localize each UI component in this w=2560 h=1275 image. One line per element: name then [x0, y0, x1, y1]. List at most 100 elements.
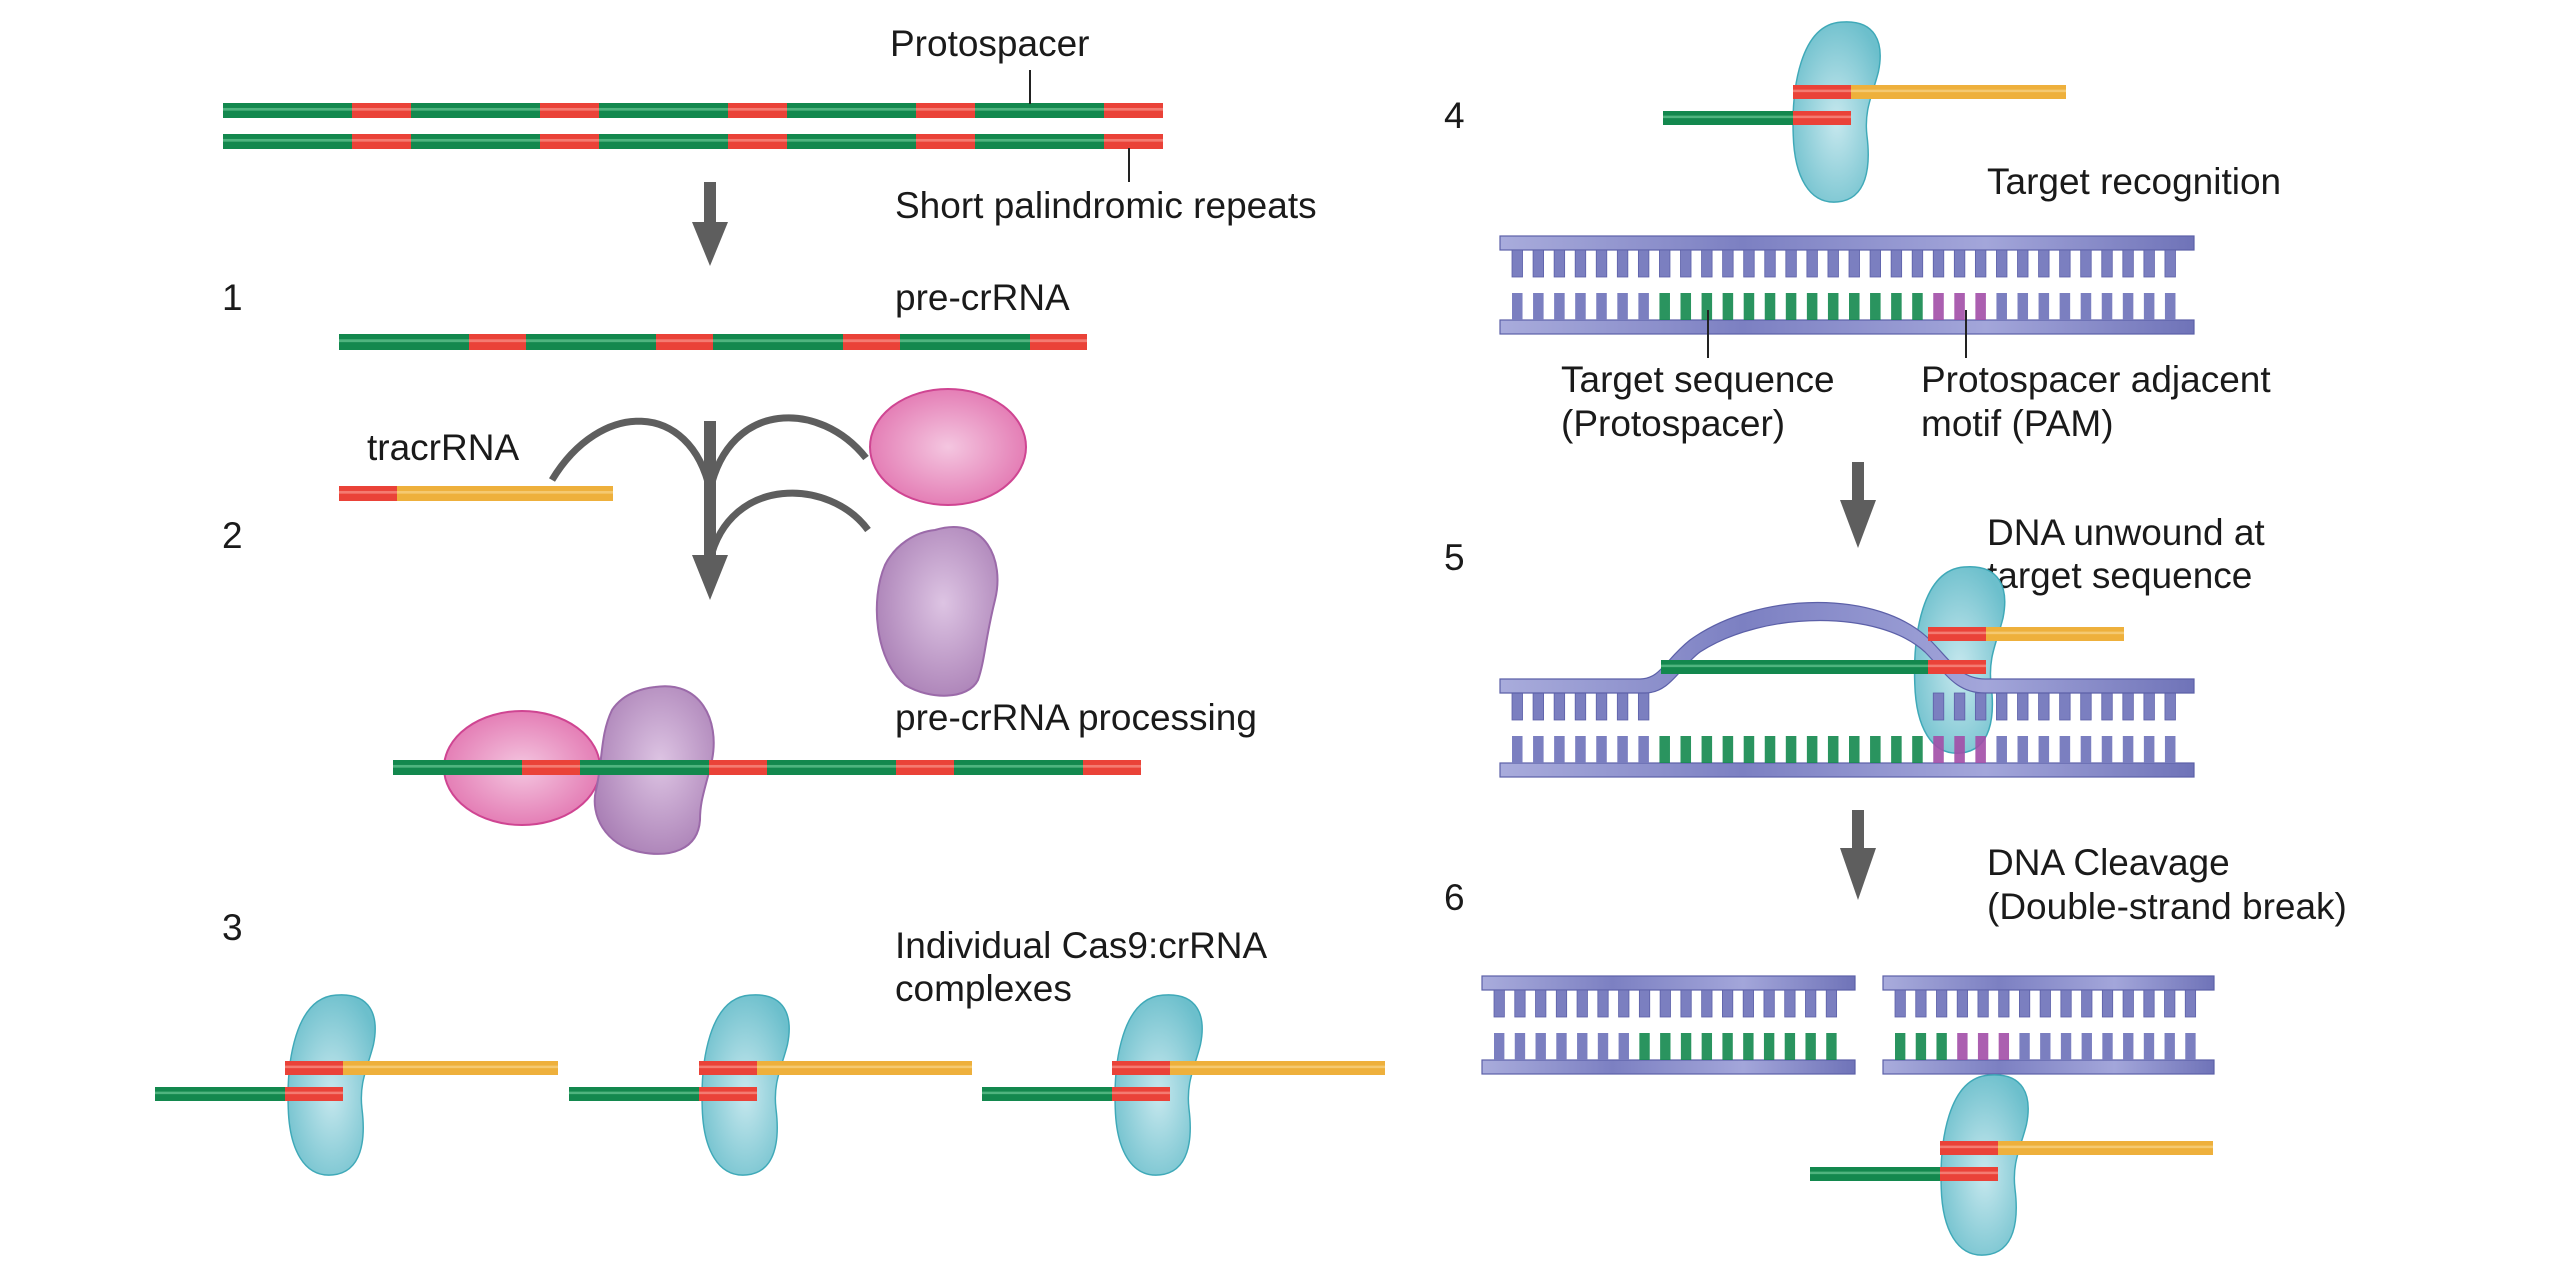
- spacer-segment: [155, 1087, 285, 1101]
- base-top: [1595, 249, 1608, 278]
- base-top: [1680, 249, 1692, 278]
- base-bottom: [2080, 736, 2092, 763]
- base-top: [1932, 692, 1945, 721]
- repeat-segment: [352, 103, 411, 118]
- base-bottom: [1533, 293, 1544, 320]
- base-top: [1743, 249, 1755, 278]
- dna-duplex: [1499, 235, 2195, 335]
- base-top: [1806, 249, 1818, 278]
- base-bottom: [1597, 1033, 1609, 1060]
- base-top: [1532, 692, 1544, 721]
- base-top: [1977, 989, 1989, 1018]
- spacer-segment: [982, 1087, 1112, 1101]
- dna-backbone-top: [1882, 975, 2215, 991]
- base-top: [1616, 249, 1629, 278]
- label-target-sequence-line2: (Protospacer): [1561, 403, 1785, 444]
- base-top: [1763, 989, 1775, 1018]
- repeat-segment: [352, 134, 411, 149]
- base-bottom: [2038, 736, 2050, 763]
- spacer-segment: [713, 334, 843, 350]
- spacer-segment: [599, 103, 728, 118]
- base-top: [1659, 249, 1671, 278]
- label-pre-crrna-processing: pre-crRNA processing: [895, 697, 1257, 738]
- base-bottom: [1596, 293, 1607, 320]
- base-bottom: [1556, 1033, 1567, 1060]
- repeat-segment: [916, 103, 975, 118]
- base-top: [2080, 692, 2092, 721]
- base-top: [1894, 989, 1906, 1018]
- base-top: [2143, 989, 2155, 1018]
- tracr-segment: [1170, 1061, 1385, 1075]
- base-bottom: [2080, 293, 2092, 320]
- base-top: [1827, 249, 1839, 278]
- base-top: [1932, 249, 1945, 278]
- repeat-segment: [1083, 760, 1141, 775]
- spacer-segment: [954, 760, 1083, 775]
- repeat-segment: [1104, 134, 1163, 149]
- base-target: [1849, 293, 1860, 320]
- label-individual-complexes-line1: Individual Cas9:crRNA: [895, 925, 1268, 966]
- base-top: [1574, 692, 1587, 721]
- repeat-segment: [709, 760, 767, 775]
- spacer-segment: [787, 134, 916, 149]
- arrow-down-icon: [1840, 810, 1876, 900]
- base-pam: [1954, 293, 1965, 320]
- dna-backbone-bottom: [1882, 1059, 2215, 1075]
- label-short-palindromic-repeats: Short palindromic repeats: [895, 185, 1317, 226]
- base-top: [1996, 249, 2008, 278]
- base-bottom: [2164, 736, 2176, 763]
- spacer-segment: [900, 334, 1030, 350]
- label-pre-crrna: pre-crRNA: [895, 277, 1070, 318]
- base-pam: [1977, 1033, 1989, 1060]
- base-target: [1701, 293, 1713, 320]
- base-bottom: [1575, 293, 1586, 320]
- base-top: [2101, 989, 2114, 1018]
- base-bottom: [2059, 736, 2071, 763]
- arrow-down-icon: [1840, 462, 1876, 548]
- base-top: [2017, 692, 2029, 721]
- base-top: [1869, 249, 1881, 278]
- repeat-segment: [1940, 1141, 1998, 1155]
- spacer-segment: [1810, 1167, 1940, 1181]
- cas9-crrna-complex: [982, 994, 1385, 1176]
- processed-pre-crrna-strand: [393, 760, 1141, 775]
- base-target: [1680, 293, 1692, 320]
- repeat-segment: [469, 334, 526, 350]
- cas9-protein: [287, 994, 376, 1176]
- repeat-segment: [1940, 1167, 1998, 1181]
- base-bottom: [1638, 293, 1649, 320]
- guide-rna-bound: [1661, 627, 2124, 674]
- base-target: [1764, 293, 1776, 320]
- rnase-iii-protein: [869, 388, 1027, 506]
- base-top: [1555, 989, 1568, 1018]
- base-target: [1826, 1033, 1837, 1060]
- dna-duplex: [1481, 975, 1856, 1075]
- repeat-segment: [1112, 1061, 1170, 1075]
- label-target-recognition: Target recognition: [1987, 161, 2281, 202]
- base-target: [1891, 736, 1902, 763]
- step-number-3: 3: [222, 907, 243, 948]
- base-top: [2143, 249, 2155, 278]
- base-top: [1493, 989, 1505, 1018]
- base-target: [1743, 1033, 1754, 1060]
- dna-duplex: [1499, 692, 2195, 778]
- repeat-segment: [1104, 103, 1163, 118]
- base-bottom: [2122, 736, 2134, 763]
- arrow-down-icon: [692, 182, 728, 266]
- base-bottom: [1512, 293, 1523, 320]
- base-top: [1911, 249, 1924, 278]
- merge-arrow-icon: [549, 414, 871, 561]
- repeat-segment: [1928, 660, 1986, 674]
- base-target: [1701, 1033, 1713, 1060]
- cas9-complex: [701, 994, 790, 1176]
- base-bottom: [1554, 736, 1565, 763]
- label-unwound-line1: DNA unwound at: [1987, 512, 2265, 553]
- base-top: [1511, 249, 1523, 278]
- step-number-4: 4: [1444, 95, 1465, 136]
- spacer-segment: [223, 103, 352, 118]
- base-top: [1956, 989, 1968, 1018]
- repeat-segment: [1793, 85, 1851, 99]
- base-bottom: [2123, 1033, 2134, 1060]
- spacer-segment: [975, 134, 1104, 149]
- base-top: [2059, 249, 2071, 278]
